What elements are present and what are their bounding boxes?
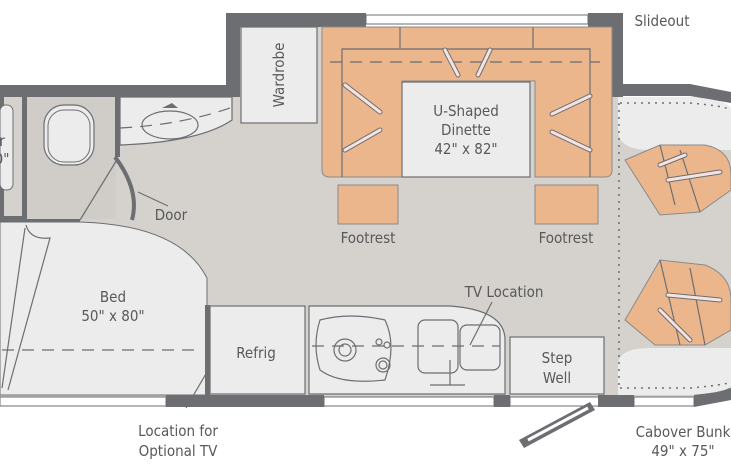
door-label: Door	[155, 206, 188, 224]
footrest-right	[534, 184, 599, 225]
slideout-label: Slideout	[634, 12, 689, 30]
bed-corner-fold	[7, 224, 51, 391]
step-well-label-1: Step	[542, 349, 573, 367]
galley-counter	[308, 305, 506, 395]
refrig-label: Refrig	[236, 344, 276, 362]
footrest-right-label: Footrest	[539, 229, 594, 247]
cab-dash-bottom	[618, 348, 731, 395]
kitchen-faucet-icon	[430, 360, 465, 386]
bed-size: 50" x 80"	[81, 307, 144, 325]
bottom-wall	[166, 395, 324, 407]
door-leader	[137, 191, 169, 207]
tv-location-label: TV Location	[464, 283, 544, 301]
cabover-bunk-size: 49" x 75"	[651, 442, 714, 460]
driver-seat[interactable]	[624, 144, 731, 216]
door-swing	[113, 155, 136, 221]
bed	[0, 221, 208, 396]
bed-window	[0, 396, 167, 407]
u-shaped-dinette	[321, 26, 613, 178]
galley-window	[323, 396, 495, 407]
cabover-bunk-label: Cabover Bunk	[636, 423, 731, 441]
shower-pan	[0, 104, 14, 191]
bottom-wall-post	[494, 395, 510, 407]
dinette-label-2: Dinette	[441, 121, 491, 139]
cab-bottom-wall	[694, 388, 731, 407]
optional-tv-label-1: Location for	[138, 422, 218, 440]
slideout-top-wall	[226, 13, 366, 27]
toilet	[43, 104, 95, 166]
cab-dash-top	[618, 97, 731, 150]
optional-tv-leader	[185, 371, 208, 409]
slideout-left-wall	[226, 13, 240, 97]
dinette-size: 42" x 82"	[434, 140, 497, 158]
slideout-window	[365, 14, 589, 25]
dinette-table	[401, 81, 531, 178]
rear-top-wall	[0, 85, 240, 97]
refrigerator	[209, 305, 306, 395]
sink-icon	[141, 110, 199, 140]
faucet-icon	[162, 103, 178, 108]
passenger-seat[interactable]	[624, 259, 731, 346]
cab-window	[633, 396, 695, 407]
shower-size-fragment: 0"	[0, 150, 9, 168]
bath-partition	[22, 97, 27, 222]
dinette-label-1: U-Shaped	[433, 102, 499, 120]
footrest-left	[337, 184, 399, 225]
tv-location-leader	[469, 301, 493, 346]
step-well-label-2: Well	[543, 369, 571, 387]
stove-icon	[315, 315, 392, 382]
optional-tv-label-2: Optional TV	[139, 442, 219, 460]
bottom-wall-cab	[598, 395, 634, 407]
cab-top-wall	[612, 84, 731, 103]
step-well	[509, 336, 605, 395]
bath-door[interactable]	[79, 157, 119, 221]
entry-door[interactable]	[519, 402, 595, 448]
toilet-room-wall	[115, 97, 120, 157]
wardrobe	[240, 26, 318, 124]
bed-label: Bed	[100, 288, 126, 306]
footrest-left-label: Footrest	[341, 229, 396, 247]
wardrobe-label: Wardrobe	[270, 43, 288, 108]
shower-label-fragment: r	[0, 132, 5, 150]
slideout-right-wall	[612, 13, 623, 97]
